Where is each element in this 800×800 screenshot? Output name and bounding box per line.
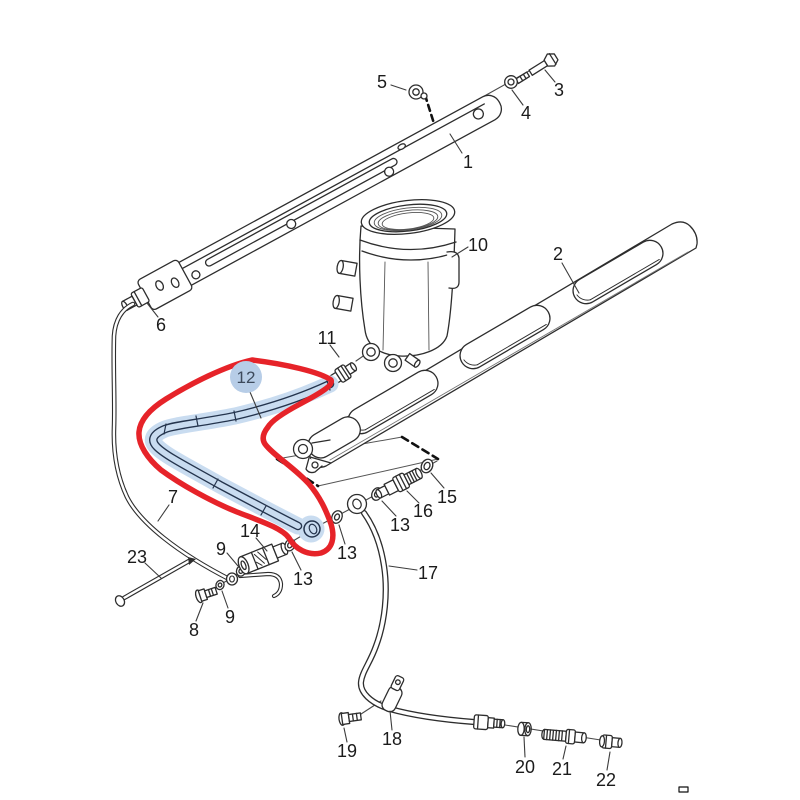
fitting-21 xyxy=(541,728,587,745)
badge-12-label: 12 xyxy=(237,368,256,387)
fitting-16 xyxy=(375,467,423,499)
callout-8: 8 xyxy=(189,620,199,640)
highlight-badge-12: 12 xyxy=(230,361,262,393)
callout-19: 19 xyxy=(337,741,357,761)
nut-5 xyxy=(408,84,428,100)
nut-22 xyxy=(598,734,623,750)
callout-21: 21 xyxy=(552,759,572,779)
callout-7: 7 xyxy=(168,487,178,507)
callout-3: 3 xyxy=(554,80,564,100)
bushing-20 xyxy=(517,721,532,737)
callout-5: 5 xyxy=(377,72,387,92)
callout-1: 1 xyxy=(463,152,473,172)
red-highlight-outline xyxy=(136,357,336,557)
filter-canister-10 xyxy=(332,199,460,373)
callout-10: 10 xyxy=(468,235,488,255)
washer-4 xyxy=(504,75,518,89)
bolt-3 xyxy=(515,53,559,85)
badge-12-circle xyxy=(230,361,262,393)
small-rectangle-mark xyxy=(678,786,689,793)
hose-7 xyxy=(111,301,284,599)
callout-22: 22 xyxy=(596,770,616,790)
bolt-19 xyxy=(338,711,362,726)
callout-15: 15 xyxy=(437,487,457,507)
hose-12-highlighted xyxy=(144,375,339,543)
callout-20: 20 xyxy=(515,757,535,777)
callout-labels: 1 2 3 4 5 6 7 8 9 9 10 11 13 13 13 14 15… xyxy=(127,72,616,790)
callout-9a: 9 xyxy=(216,539,226,559)
callout-17: 17 xyxy=(418,563,438,583)
callout-13c: 13 xyxy=(390,515,410,535)
fitting-14 xyxy=(237,542,289,575)
leader-lines xyxy=(144,69,611,771)
callout-14: 14 xyxy=(240,521,260,541)
bolt-8 xyxy=(194,586,218,604)
fuel-rail-2 xyxy=(292,221,698,474)
callout-13a: 13 xyxy=(293,569,313,589)
clamp-18 xyxy=(381,675,405,713)
stud-23 xyxy=(114,557,196,607)
callout-23: 23 xyxy=(127,547,147,567)
callout-18: 18 xyxy=(382,729,402,749)
callout-13b: 13 xyxy=(337,543,357,563)
callout-6: 6 xyxy=(156,315,166,335)
hose-12-end-highlight xyxy=(297,515,325,543)
washer-15 xyxy=(420,458,434,474)
callout-16: 16 xyxy=(413,501,433,521)
washer-13b xyxy=(331,510,343,524)
callout-9b: 9 xyxy=(225,607,235,627)
pipe-17 xyxy=(346,493,506,731)
callout-11: 11 xyxy=(318,328,337,348)
callout-2: 2 xyxy=(553,244,563,264)
fuel-rail-1 xyxy=(137,94,503,311)
washer-9b xyxy=(215,579,225,591)
callout-4: 4 xyxy=(521,103,531,123)
